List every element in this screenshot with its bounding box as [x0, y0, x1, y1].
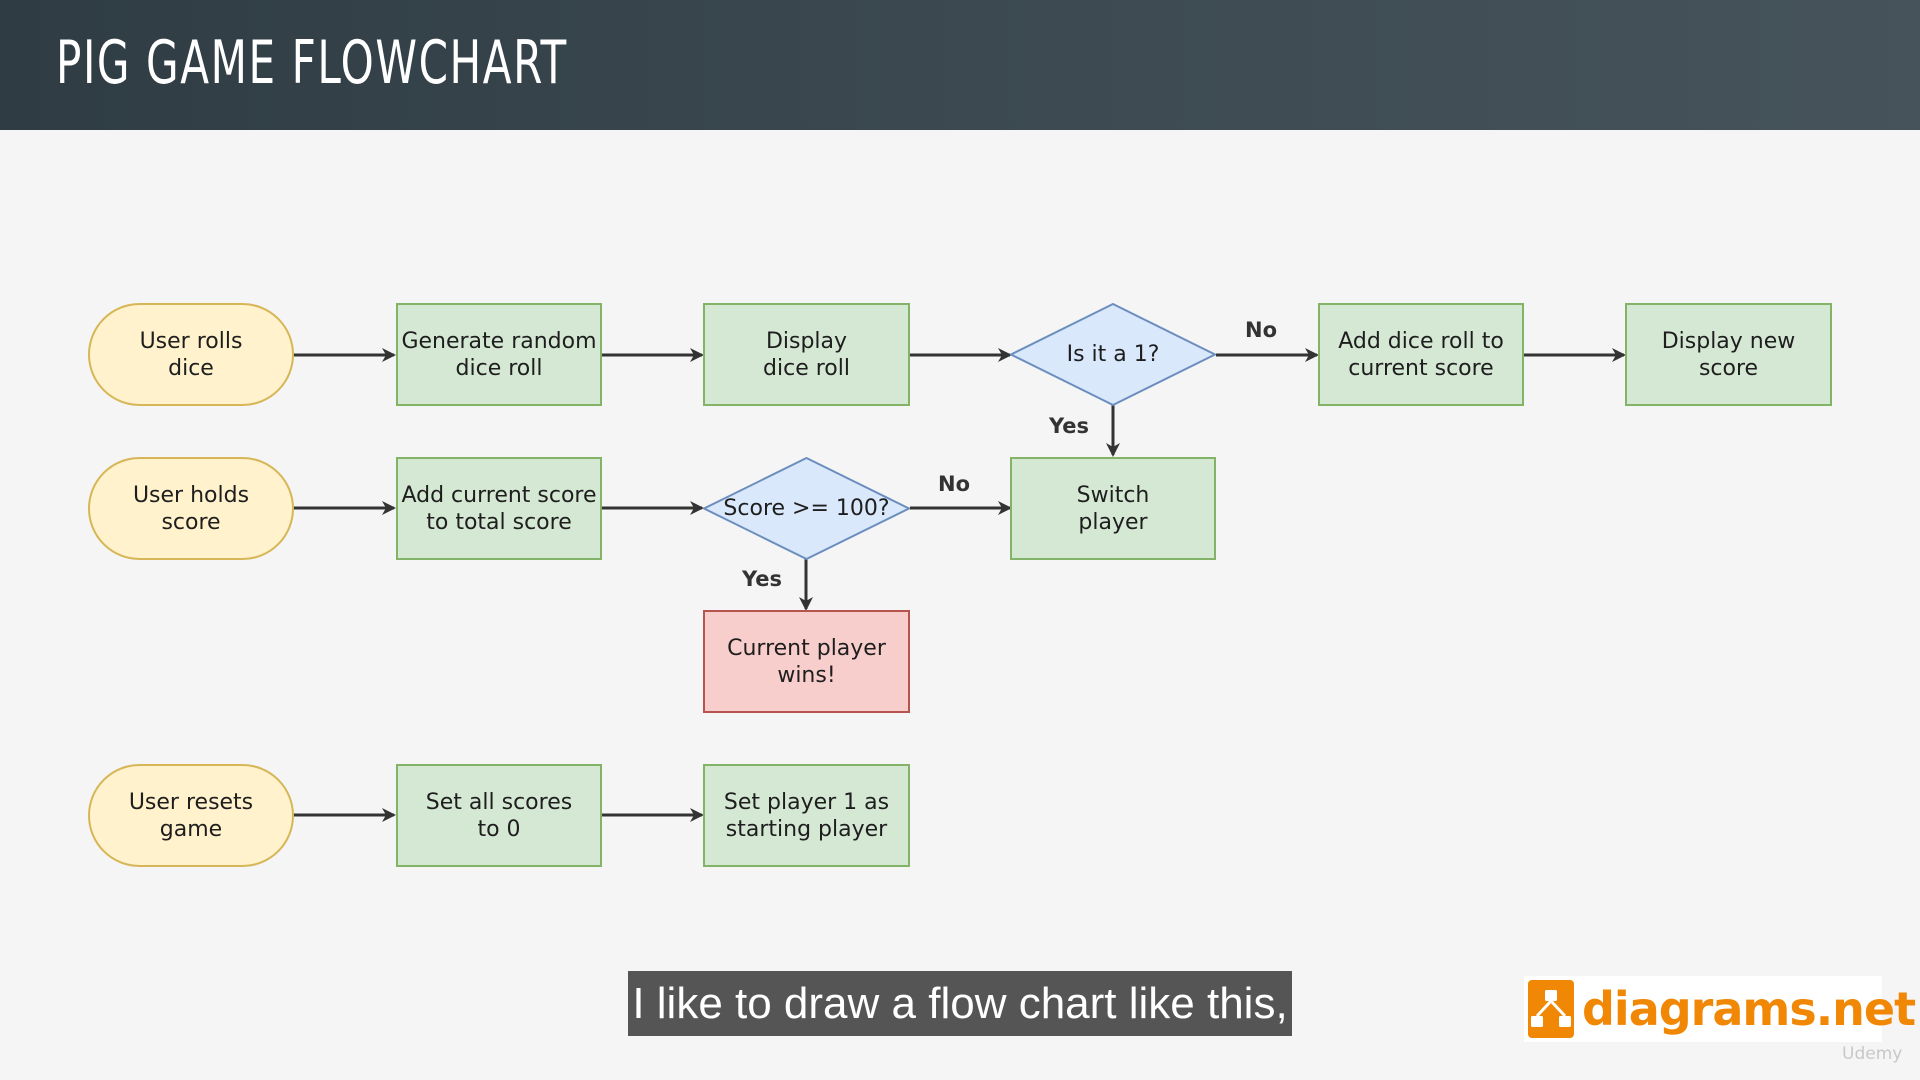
diagrams-net-logo-text: diagrams.net — [1582, 982, 1916, 1036]
node-current-player-wins[interactable]: Current player wins! — [703, 610, 910, 713]
node-set-player-1-starting[interactable]: Set player 1 as starting player — [703, 764, 910, 867]
edge-label-score-100-no: No — [938, 472, 971, 496]
node-label: Switch player — [1076, 482, 1150, 535]
slide-title: PIG GAME FLOWCHART — [56, 28, 568, 98]
diagrams-net-logo-icon — [1528, 980, 1574, 1038]
node-decision-score-100[interactable]: Score >= 100? — [703, 457, 910, 560]
edge-label-is-it-1-yes: Yes — [1049, 414, 1090, 438]
node-set-all-scores-to-0[interactable]: Set all scores to 0 — [396, 764, 602, 867]
node-label: User holds score — [132, 482, 250, 535]
node-generate-random-dice-roll[interactable]: Generate random dice roll — [396, 303, 602, 406]
node-user-rolls-dice[interactable]: User rolls dice — [88, 303, 294, 406]
node-label: Display new score — [1661, 328, 1796, 381]
node-label: Score >= 100? — [723, 496, 890, 521]
node-label: Add dice roll to current score — [1338, 328, 1504, 381]
node-add-dice-roll-to-current-score[interactable]: Add dice roll to current score — [1318, 303, 1524, 406]
node-label: Generate random dice roll — [401, 328, 597, 381]
node-label: Display dice roll — [763, 328, 850, 381]
node-label: Set player 1 as starting player — [723, 789, 890, 842]
node-label: Is it a 1? — [1066, 342, 1160, 367]
udemy-watermark: Udemy — [1842, 1044, 1903, 1064]
video-subtitle: I like to draw a flow chart like this, — [628, 971, 1292, 1036]
edge-label-is-it-1-no: No — [1245, 318, 1278, 342]
node-switch-player[interactable]: Switch player — [1010, 457, 1216, 560]
edge-label-score-100-yes: Yes — [742, 567, 783, 591]
diagrams-net-logo: diagrams.net — [1524, 976, 1916, 1042]
node-label: Add current score to total score — [401, 482, 597, 535]
node-label: Current player wins! — [727, 635, 886, 688]
node-display-dice-roll[interactable]: Display dice roll — [703, 303, 910, 406]
node-label: User rolls dice — [139, 328, 243, 381]
node-display-new-score[interactable]: Display new score — [1625, 303, 1832, 406]
node-user-resets-game[interactable]: User resets game — [88, 764, 294, 867]
slide-header: PIG GAME FLOWCHART — [0, 0, 1920, 130]
node-add-current-score-to-total[interactable]: Add current score to total score — [396, 457, 602, 560]
node-label: Set all scores to 0 — [425, 789, 573, 842]
node-user-holds-score[interactable]: User holds score — [88, 457, 294, 560]
node-decision-is-it-1[interactable]: Is it a 1? — [1010, 303, 1216, 406]
decision-diamond-shape — [703, 457, 910, 560]
node-label: User resets game — [128, 789, 254, 842]
decision-diamond-shape — [1010, 303, 1216, 406]
